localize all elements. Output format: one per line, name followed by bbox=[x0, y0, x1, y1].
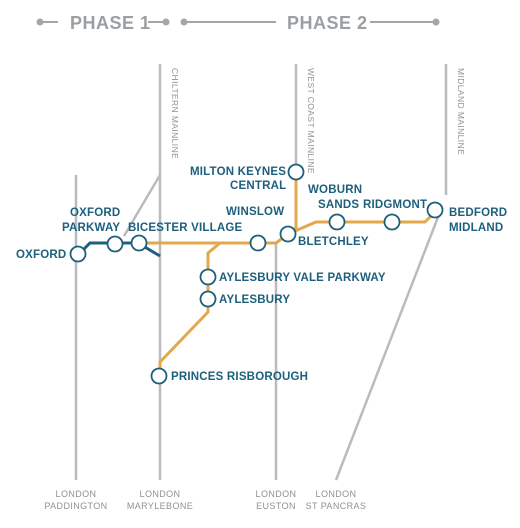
station-marker-winslow[interactable] bbox=[249, 234, 267, 252]
station-marker-woburn-sands[interactable] bbox=[328, 213, 346, 231]
terminus-marylebone-line1: LONDON bbox=[140, 489, 181, 499]
terminus-st-pancras-line1: LONDON bbox=[316, 489, 357, 499]
station-label-oxford: OXFORD bbox=[16, 249, 66, 261]
termini-labels: LONDON PADDINGTON LONDON MARYLEBONE LOND… bbox=[44, 489, 366, 511]
terminus-paddington-line2: PADDINGTON bbox=[44, 501, 107, 511]
station-label-ridgmont: RIDGMONT bbox=[363, 199, 427, 211]
terminus-euston-line2: EUSTON bbox=[256, 501, 296, 511]
terminus-marylebone-line2: MARYLEBONE bbox=[127, 501, 193, 511]
station-marker-ridgmont[interactable] bbox=[383, 213, 401, 231]
station-labels: OXFORD OXFORD PARKWAY BICESTER VILLAGE W… bbox=[16, 166, 507, 383]
terminus-paddington-line1: LONDON bbox=[56, 489, 97, 499]
station-label-milton-keynes-line2: CENTRAL bbox=[230, 180, 286, 192]
station-label-winslow: WINSLOW bbox=[226, 206, 284, 218]
station-marker-bletchley[interactable] bbox=[279, 225, 297, 243]
midland-mainline-south bbox=[334, 211, 442, 481]
bletchley-bedford-route bbox=[287, 210, 437, 236]
station-label-bicester-village: BICESTER VILLAGE bbox=[128, 222, 243, 234]
station-label-princes-risborough: PRINCES RISBOROUGH bbox=[171, 371, 308, 383]
station-label-bletchley: BLETCHLEY bbox=[298, 236, 369, 248]
terminus-st-pancras-line2: ST PANCRAS bbox=[306, 501, 367, 511]
station-marker-bicester-village[interactable] bbox=[130, 234, 148, 252]
phase1-end-dot bbox=[162, 18, 170, 26]
terminus-euston-line1: LONDON bbox=[256, 489, 297, 499]
station-label-aylesbury: AYLESBURY bbox=[219, 294, 290, 306]
station-marker-bedford-midland[interactable] bbox=[426, 201, 444, 219]
station-label-oxford-parkway-line2: PARKWAY bbox=[62, 222, 120, 234]
existing-lines bbox=[74, 64, 448, 481]
chiltern-oxford-link bbox=[122, 174, 162, 237]
station-label-oxford-parkway-line1: OXFORD bbox=[70, 207, 120, 219]
station-marker-oxford-parkway[interactable] bbox=[106, 235, 124, 253]
station-label-aylesbury-vale-parkway: AYLESBURY VALE PARKWAY bbox=[219, 272, 386, 284]
station-label-bedford-midland-line2: MIDLAND bbox=[449, 222, 503, 234]
station-label-woburn-sands-line2: SANDS bbox=[318, 199, 359, 211]
station-marker-aylesbury-vale-parkway[interactable] bbox=[199, 268, 217, 286]
aylesbury-risborough-route bbox=[158, 241, 221, 376]
station-label-milton-keynes-line1: MILTON KEYNES bbox=[190, 166, 286, 178]
phase-header: PHASE 1 PHASE 2 bbox=[36, 13, 440, 33]
west-coast-mainline-label: WEST COAST MAINLINE bbox=[306, 68, 316, 174]
station-label-woburn-sands-line1: WOBURN bbox=[308, 184, 362, 196]
phase1-label: PHASE 1 bbox=[70, 13, 151, 33]
phase2-end-dot bbox=[432, 18, 440, 26]
station-markers bbox=[69, 163, 444, 385]
midland-mainline-label: MIDLAND MAINLINE bbox=[456, 68, 466, 155]
phase2-label: PHASE 2 bbox=[287, 13, 368, 33]
station-marker-aylesbury[interactable] bbox=[199, 290, 217, 308]
station-marker-princes-risborough[interactable] bbox=[150, 367, 168, 385]
chiltern-mainline-label: CHILTERN MAINLINE bbox=[170, 68, 180, 159]
station-label-bedford-midland-line1: BEDFORD bbox=[449, 207, 507, 219]
station-marker-oxford[interactable] bbox=[69, 245, 87, 263]
station-marker-milton-keynes[interactable] bbox=[287, 163, 305, 181]
